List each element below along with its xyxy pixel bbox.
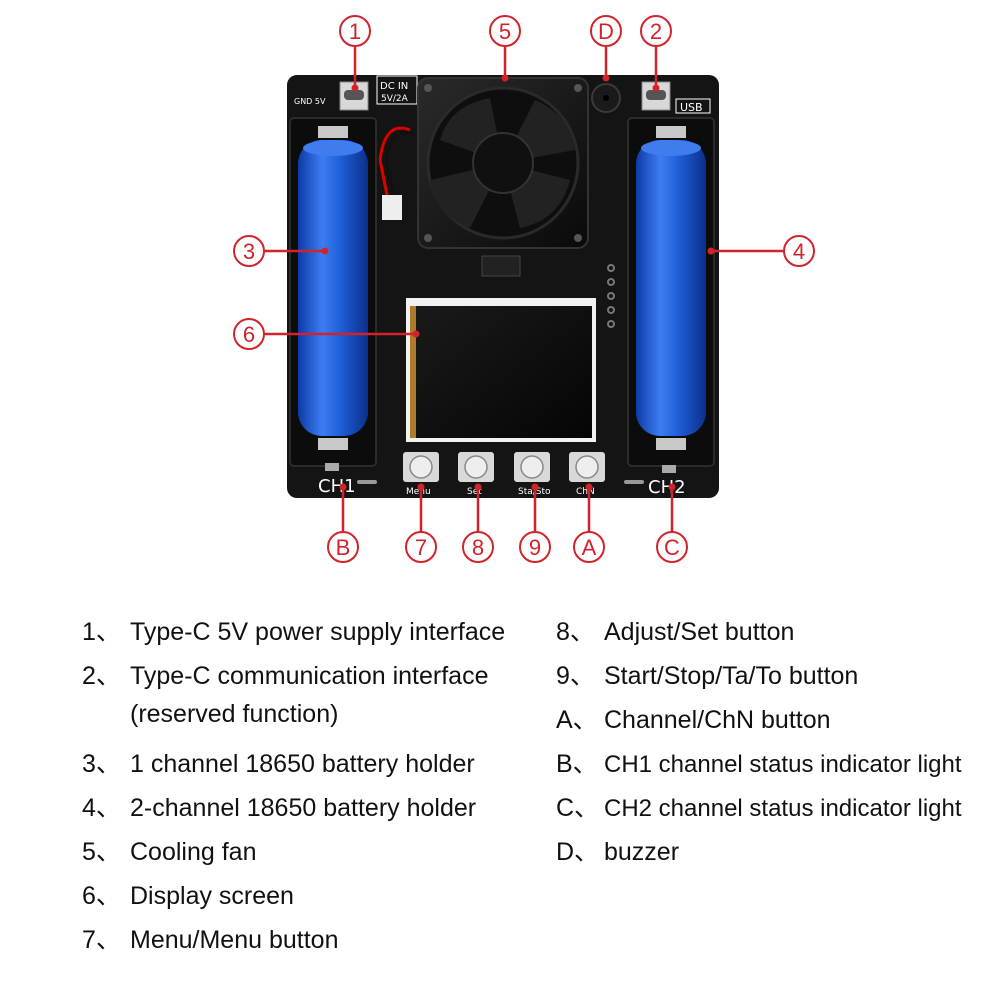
- callout-6: [233, 318, 265, 350]
- callout-lines: [264, 47, 784, 532]
- callout-8: [462, 531, 494, 563]
- legend-item: 7、 Menu/Menu button: [82, 920, 338, 956]
- callout-b-label: B: [336, 535, 351, 560]
- pcb-board: [287, 75, 719, 498]
- callout-3-label: 3: [243, 239, 255, 264]
- legend-num: 7、: [82, 926, 121, 954]
- callout-a-label: A: [582, 535, 597, 560]
- callout-2: [640, 15, 672, 47]
- legend-item: 4、 2-channel 18650 battery holder: [82, 788, 476, 824]
- callout-5-label: 5: [499, 19, 511, 44]
- button-label-set: Set: [467, 487, 482, 497]
- legend-left: 1、 Type-C 5V power supply interface 2、 Typ…: [82, 612, 532, 972]
- legend-text: Display screen: [130, 882, 294, 910]
- legend-num: 3、: [82, 750, 121, 778]
- legend-num: 1、: [82, 618, 121, 646]
- button-label-chn: ChN: [576, 487, 595, 497]
- legend-item: 8、 Adjust/Set button: [556, 612, 794, 648]
- usb-label: USB: [680, 101, 703, 114]
- mcu-chip: [481, 255, 521, 277]
- legend-num: 9、: [556, 662, 595, 690]
- callout-4: [783, 235, 815, 267]
- callout-4-label: 4: [793, 239, 805, 264]
- display-screen: [406, 298, 596, 442]
- callout-2-label: 2: [650, 19, 662, 44]
- legend-item: 1、 Type-C 5V power supply interface: [82, 612, 505, 648]
- legend-num: 8、: [556, 618, 595, 646]
- legend-num: 6、: [82, 882, 121, 910]
- callout-5: [489, 15, 521, 47]
- legend-text: Start/Stop/Ta/To button: [604, 662, 859, 690]
- legend-item: 9、 Start/Stop/Ta/To button: [556, 656, 858, 692]
- legend-num: 2、: [82, 662, 121, 690]
- battery-holder-ch2: [627, 117, 715, 467]
- legend-num: 4、: [82, 794, 121, 822]
- callout-7-label: 7: [415, 535, 427, 560]
- legend-text: buzzer: [604, 838, 680, 866]
- legend-num: 5、: [82, 838, 121, 866]
- callout-6-label: 6: [243, 322, 255, 347]
- legend-text: CH1 channel status indicator light: [604, 751, 962, 778]
- legend-item: 2、 Type-C communication interface: [82, 656, 488, 692]
- callout-9-label: 9: [529, 535, 541, 560]
- callout-9: [519, 531, 551, 563]
- cooling-fan: [417, 77, 589, 249]
- legend-item: A、Channel/ChN button: [556, 700, 831, 736]
- legend-num: B、: [556, 750, 598, 778]
- ch1-status-led: [325, 463, 339, 471]
- callout-c-label: C: [664, 535, 680, 560]
- legend-right: 8、 Adjust/Set button 9、 Start/Stop/Ta/To b…: [556, 612, 996, 882]
- legend-text: 1 channel 18650 battery holder: [130, 750, 475, 778]
- callout-a: [573, 531, 605, 563]
- legend-text: Type-C 5V power supply interface: [130, 618, 506, 646]
- button-label-menu: Menu: [406, 487, 431, 497]
- callout-7: [405, 531, 437, 563]
- legend-item: C、CH2 channel status indicator light: [556, 788, 962, 824]
- ch2-label: CH2: [648, 477, 686, 498]
- callout-d: [590, 15, 622, 47]
- callout-d-label: D: [598, 19, 614, 44]
- legend-text: 2-channel 18650 battery holder: [130, 794, 477, 822]
- callout-1: [339, 15, 371, 47]
- legend-num: C、: [556, 794, 600, 822]
- ch2-status-led: [662, 465, 676, 473]
- legend-item: 3、 1 channel 18650 battery holder: [82, 744, 475, 780]
- ch1-label: CH1: [318, 476, 356, 497]
- legend-item: 6、 Display screen: [82, 876, 294, 912]
- legend-num: A、: [556, 706, 598, 734]
- legend-text: Cooling fan: [130, 838, 257, 866]
- callout-c: [656, 531, 688, 563]
- board-diagram: GND 5V DC IN 5V/2A USB: [233, 15, 815, 563]
- callout-dots: [321, 74, 715, 491]
- legend-text: Adjust/Set button: [604, 618, 795, 646]
- legend-text: CH2 channel status indicator light: [604, 795, 962, 822]
- channel-button[interactable]: [569, 452, 605, 482]
- battery-holder-ch1: [289, 117, 377, 467]
- legend-item: (reserved function): [82, 700, 338, 729]
- legend-item: 5、 Cooling fan: [82, 832, 256, 868]
- legend-item: D、buzzer: [556, 832, 679, 868]
- legend-text: Type-C communication interface: [130, 662, 489, 690]
- dc-in-rating: 5V/2A: [381, 94, 409, 104]
- legend-text: Channel/ChN button: [604, 706, 831, 734]
- callout-1-label: 1: [349, 19, 361, 44]
- legend-text: (reserved function): [130, 700, 339, 728]
- menu-button[interactable]: [403, 452, 439, 482]
- legend-text: Menu/Menu button: [130, 926, 339, 954]
- set-button[interactable]: [458, 452, 494, 482]
- start-stop-button[interactable]: [514, 452, 550, 482]
- callout-b: [327, 531, 359, 563]
- callout-8-label: 8: [472, 535, 484, 560]
- gnd-label: GND 5V: [294, 97, 326, 106]
- legend-item: B、CH1 channel status indicator light: [556, 744, 962, 780]
- header-pads: [607, 264, 615, 328]
- dc-in-label: DC IN: [380, 81, 408, 92]
- legend-num: D、: [556, 838, 600, 866]
- callout-3: [233, 235, 265, 267]
